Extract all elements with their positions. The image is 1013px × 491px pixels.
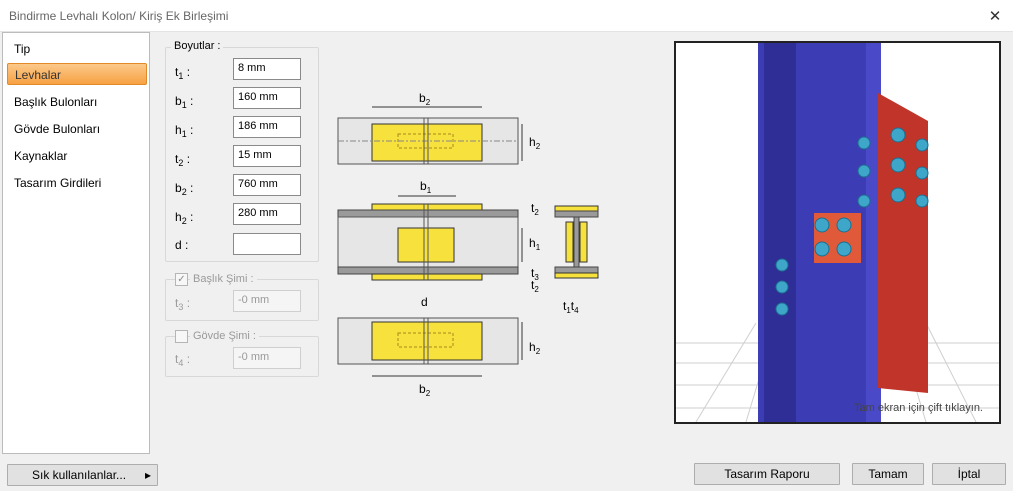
sidebar-item-tasarim-girdileri[interactable]: Tasarım Girdileri: [14, 176, 102, 190]
t2-field[interactable]: 15 mm: [233, 145, 301, 167]
fullscreen-hint: Tam ekran için çift tıklayın.: [854, 402, 983, 414]
d-text: d: [421, 295, 428, 309]
h2-field[interactable]: 280 mm: [233, 203, 301, 225]
t4-label: t4 :: [175, 352, 191, 368]
section-web-plate-left: [565, 221, 574, 263]
end-plate: [878, 93, 928, 393]
t4-field[interactable]: -0 mm: [233, 347, 301, 369]
sidebar-item-govde-bulonlari[interactable]: Gövde Bulonları: [14, 122, 101, 136]
flange-plate-bottom: [371, 321, 483, 361]
plate-dimensions-diagram: b2 h2 b1 t2 h1 t3 t2 d t1t4 h2 b2: [337, 91, 599, 398]
favorites-label: Sık kullanılanlar...: [32, 468, 127, 482]
flange-plate-top: [371, 123, 483, 162]
ok-button[interactable]: Tamam: [852, 463, 924, 485]
t2-text: t2: [531, 201, 539, 217]
section-top-flange: [554, 210, 599, 218]
window-title: Bindirme Levhalı Kolon/ Kiriş Ek Birleşi…: [9, 9, 229, 23]
sidebar-item-levhalar[interactable]: Levhalar: [7, 63, 147, 85]
b1-field[interactable]: 160 mm: [233, 87, 301, 109]
section-bottom-plate: [554, 272, 599, 279]
d-label: d :: [175, 238, 189, 252]
b2-field[interactable]: 760 mm: [233, 174, 301, 196]
h2-top-text: h2: [529, 135, 541, 151]
column-flange-edge: [866, 43, 881, 422]
b2-bottom-text: b2: [419, 382, 431, 398]
section-top-plate: [554, 205, 599, 212]
3d-view[interactable]: Tam ekran için çift tıklayın.: [674, 41, 1001, 424]
title-bar: Bindirme Levhalı Kolon/ Kiriş Ek Birleşi…: [0, 0, 1013, 32]
h2-bottom-text: h2: [529, 340, 541, 356]
design-report-button[interactable]: Tasarım Raporu: [694, 463, 840, 485]
bottom-outer-plate: [371, 273, 483, 281]
web-shim-legend: Gövde Şimi :: [190, 330, 259, 342]
top-outer-plate: [371, 203, 483, 211]
h1-text: h1: [529, 236, 541, 252]
web-plate-hidden-bottom: [397, 332, 454, 348]
b1-text: b1: [420, 179, 432, 195]
section-web: [573, 216, 580, 268]
3d-model-canvas: [676, 43, 999, 422]
t3-text: t3: [531, 266, 539, 282]
t3-label: t3 :: [175, 296, 191, 312]
sidebar-item-baslik-bulonlari[interactable]: Başlık Bulonları: [14, 95, 98, 109]
section-bottom-flange: [554, 266, 599, 274]
chevron-right-icon: ▸: [144, 468, 151, 482]
t1-field[interactable]: 8 mm: [233, 58, 301, 80]
b2-top-text: b2: [419, 91, 431, 107]
t1-t4-text: t1t4: [563, 299, 579, 315]
sidebar-item-tip[interactable]: Tip: [14, 42, 31, 56]
close-icon[interactable]: ✕: [988, 8, 1002, 25]
web-shim-checkbox[interactable]: [175, 330, 188, 343]
cancel-button[interactable]: İptal: [932, 463, 1006, 485]
dimensions-group: [165, 47, 319, 262]
t1-label: t1 :: [175, 65, 191, 81]
bolts: [775, 127, 929, 316]
sidebar: Tip Levhalar Başlık Bulonları Gövde Bulo…: [2, 32, 150, 454]
h1-label: h1 :: [175, 123, 194, 139]
column-flange-shadow: [764, 43, 796, 422]
b1-label: b1 :: [175, 94, 194, 110]
flange-shim-checkbox[interactable]: ✓: [175, 273, 188, 286]
h2-label: h2 :: [175, 210, 194, 226]
d-field[interactable]: [233, 233, 301, 255]
section-web-plate-right: [579, 221, 588, 263]
t2-label: t2 :: [175, 152, 191, 168]
favorites-button[interactable]: Sık kullanılanlar... ▸: [7, 464, 158, 486]
h1-field[interactable]: 186 mm: [233, 116, 301, 138]
b2-label: b2 :: [175, 181, 194, 197]
dimensions-legend: Boyutlar :: [171, 40, 224, 52]
web-plate-side: [397, 227, 455, 263]
t2b-text: t2: [531, 278, 539, 294]
flange-shim-legend: Başlık Şimi :: [190, 273, 257, 285]
t3-field[interactable]: -0 mm: [233, 290, 301, 312]
sidebar-item-kaynaklar[interactable]: Kaynaklar: [14, 149, 68, 163]
